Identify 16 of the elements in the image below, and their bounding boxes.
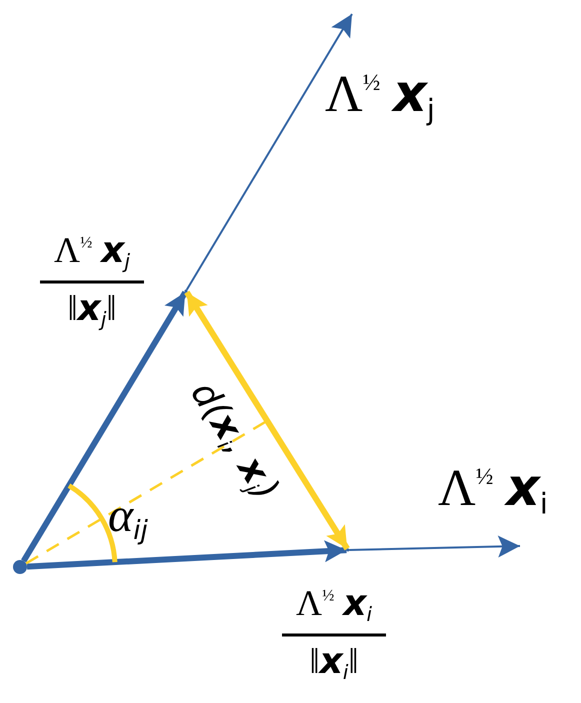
vector-label: Λ$^{½}$ x$_{i}$	[438, 462, 548, 518]
origin-point	[13, 560, 27, 574]
denominator-label: ‖x$_{i}$‖	[310, 643, 358, 683]
vector-tip	[346, 548, 350, 552]
angle-label: α$_{ij}$	[108, 492, 148, 544]
arrow	[349, 536, 520, 558]
numerator-label: Λ$^{½}$ x$_{j}$	[54, 232, 130, 272]
dashed-line	[25, 420, 268, 565]
arrow	[186, 13, 353, 290]
vector-tip	[184, 290, 188, 292]
arrow	[184, 290, 350, 550]
vector-label: Λ$^{½}$ x$_{j}$	[325, 68, 435, 124]
arrow	[26, 540, 347, 570]
denominator-label: ‖x$_{j}$‖	[68, 290, 116, 330]
arrow	[21, 290, 188, 563]
numerator-label: Λ$^{½}$ x$_{i}$	[296, 585, 372, 625]
